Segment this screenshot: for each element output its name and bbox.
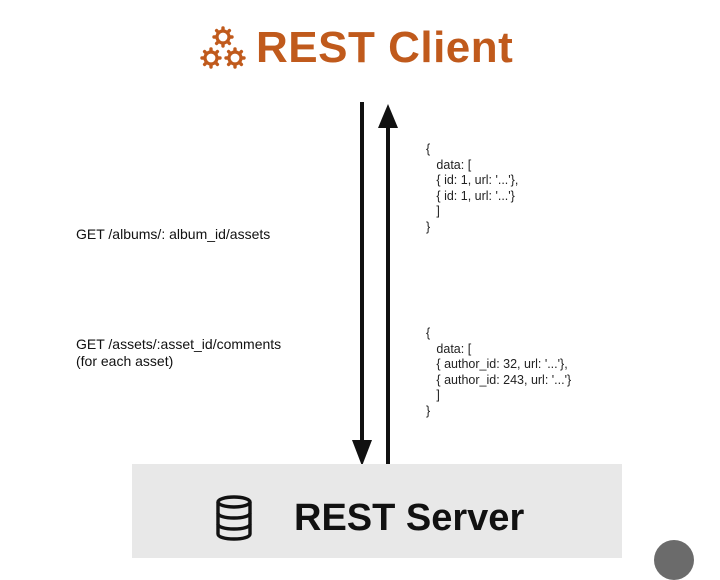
rest-client-title-group: REST Client <box>200 20 513 76</box>
database-icon <box>216 495 252 541</box>
request-label-note: (for each asset) <box>76 353 174 369</box>
request-arrow-down <box>352 102 372 466</box>
request-label-albums: GET /albums/: album_id/assets <box>76 226 270 243</box>
response-arrow-up <box>378 104 398 468</box>
response-json-comments: { data: [ { author_id: 32, url: '...'}, … <box>426 326 572 418</box>
corner-overlay <box>654 540 694 580</box>
gears-icon <box>200 26 246 69</box>
rest-server-title: REST Server <box>294 497 525 539</box>
request-label-comments: GET /assets/:asset_id/comments (for each… <box>76 336 281 370</box>
rest-client-title: REST Client <box>256 23 514 72</box>
request-label-line: GET /assets/:asset_id/comments <box>76 336 282 352</box>
rest-server-title-group: REST Server <box>214 494 524 542</box>
rest-server-box: REST Server <box>132 464 622 558</box>
request-label-line: GET /albums/: album_id/assets <box>76 226 271 242</box>
response-json-assets: { data: [ { id: 1, url: '...'}, { id: 1,… <box>426 142 519 234</box>
rest-client-header: REST Client <box>0 0 720 100</box>
